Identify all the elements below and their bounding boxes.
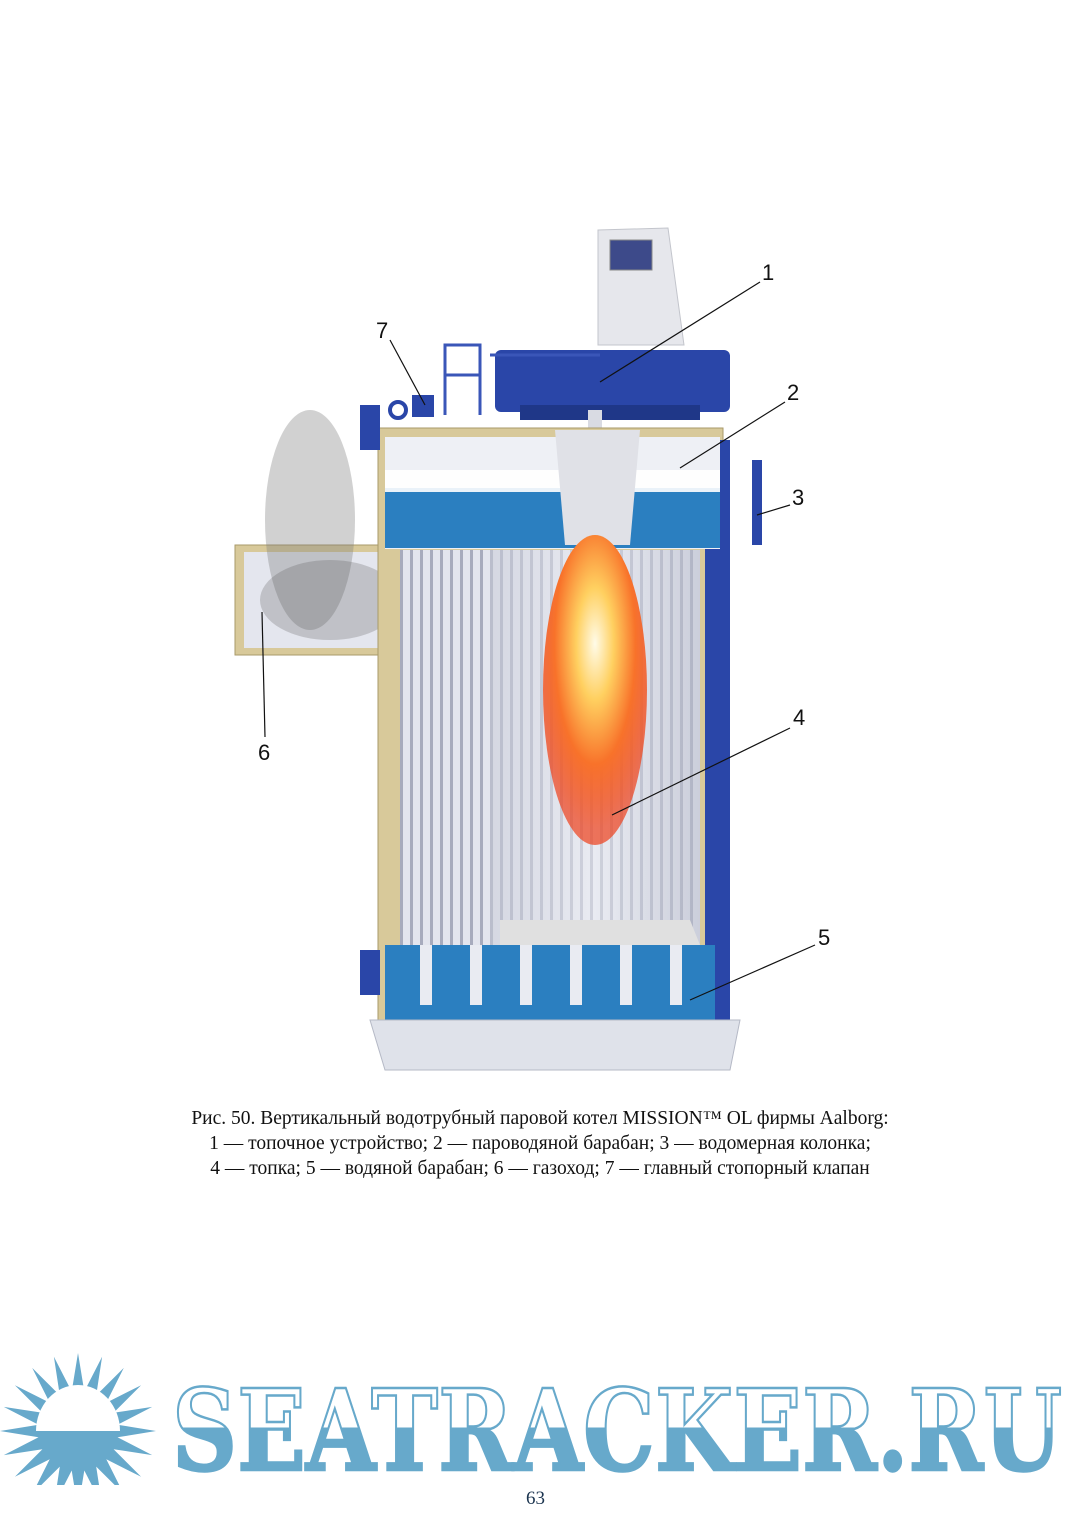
label-7: 7 xyxy=(376,318,388,343)
leader-lines xyxy=(261,281,816,1001)
label-3: 3 xyxy=(792,485,804,510)
flame xyxy=(543,535,647,845)
figure-caption: Рис. 50. Вертикальный водотрубный парово… xyxy=(0,1106,1080,1181)
caption-line-3: 4 — топка; 5 — водяной барабан; 6 — газо… xyxy=(210,1158,870,1179)
main-stop-valve xyxy=(412,395,434,417)
water-gauge-column xyxy=(752,460,762,545)
seatracker-watermark: SEATRACKER.RU xyxy=(0,1353,1063,1485)
page-number: 63 xyxy=(526,1488,545,1509)
valve-handwheel xyxy=(388,400,408,420)
sun-disc xyxy=(36,1385,120,1431)
label-1: 1 xyxy=(762,260,774,285)
label-6: 6 xyxy=(258,740,270,765)
boiler-illustration: 1 2 3 4 5 6 7 xyxy=(234,227,830,1071)
caption-line-2: 1 — топочное устройство; 2 — пароводяной… xyxy=(209,1133,871,1154)
label-5: 5 xyxy=(818,925,830,950)
label-4: 4 xyxy=(793,705,805,730)
watermark-text: SEATRACKER.RU xyxy=(172,1366,1062,1485)
control-panel xyxy=(597,227,685,346)
label-2: 2 xyxy=(787,380,799,405)
caption-line-1: Рис. 50. Вертикальный водотрубный парово… xyxy=(191,1108,889,1129)
sun-icon xyxy=(0,1353,156,1485)
railing xyxy=(443,343,600,415)
